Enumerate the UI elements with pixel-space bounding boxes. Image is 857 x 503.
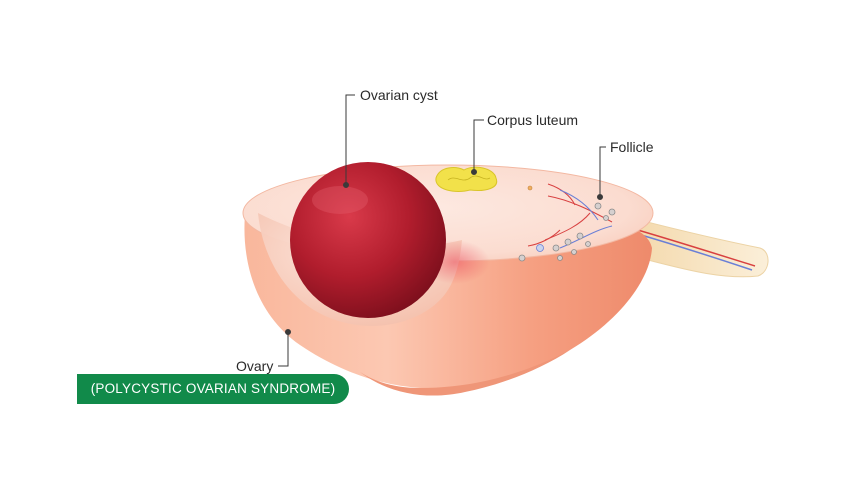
ovarian-ligament: [619, 214, 769, 278]
label-ovary: Ovary: [236, 358, 274, 374]
ovarian-cyst: [290, 162, 446, 318]
leader-corpus-luteum: [473, 119, 484, 172]
surface-vessels: [527, 183, 613, 249]
pcos-badge: (POLYCYSTIC OVARIAN SYNDROME): [77, 374, 349, 404]
follicles: [518, 185, 616, 262]
leader-follicle: [599, 146, 606, 197]
cyst-highlight: [312, 186, 368, 214]
ovary-lower-lobe: [360, 350, 570, 396]
leader-lines: [278, 94, 606, 367]
label-follicle: Follicle: [610, 139, 654, 155]
leader-ovary: [278, 332, 289, 367]
label-corpus-luteum: Corpus luteum: [487, 112, 579, 128]
label-ovarian-cyst: Ovarian cyst: [360, 87, 438, 103]
leader-ovarian-cyst: [345, 94, 355, 185]
